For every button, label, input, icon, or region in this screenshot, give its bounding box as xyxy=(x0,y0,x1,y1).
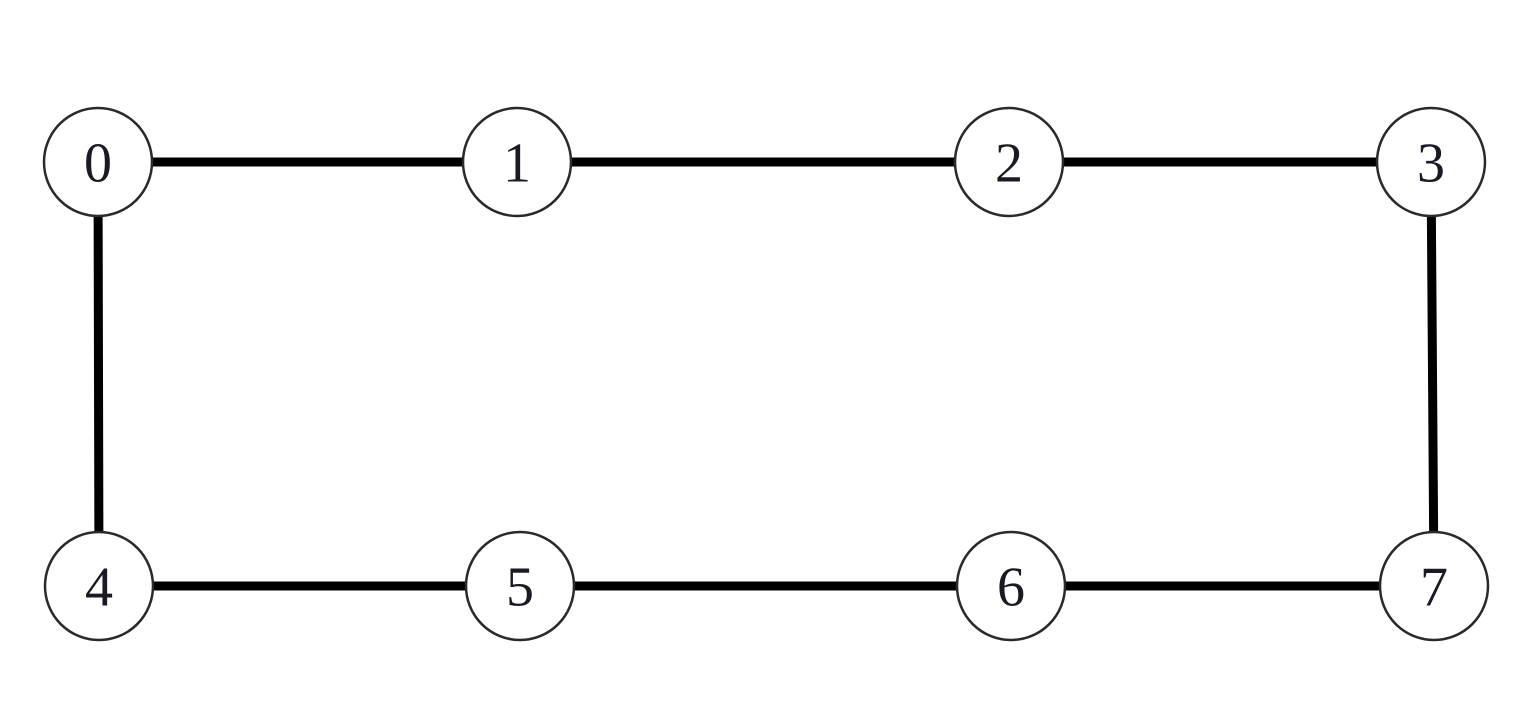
node-label-3: 3 xyxy=(1417,133,1445,195)
node-circle-4 xyxy=(43,530,155,642)
node-2: 2 xyxy=(953,106,1065,218)
node-5: 5 xyxy=(464,530,576,642)
node-circle-3 xyxy=(1375,106,1487,218)
node-4: 4 xyxy=(43,530,155,642)
node-circle-5 xyxy=(464,530,576,642)
node-label-7: 7 xyxy=(1420,557,1448,619)
node-6: 6 xyxy=(955,530,1067,642)
node-1: 1 xyxy=(461,106,573,218)
node-0: 0 xyxy=(42,106,154,218)
node-circle-1 xyxy=(461,106,573,218)
node-circle-6 xyxy=(955,530,1067,642)
edge-3-7 xyxy=(1426,161,1439,587)
node-label-2: 2 xyxy=(995,133,1023,195)
node-3: 3 xyxy=(1375,106,1487,218)
node-label-6: 6 xyxy=(997,557,1025,619)
node-label-5: 5 xyxy=(506,557,534,619)
node-7: 7 xyxy=(1378,530,1490,642)
node-label-1: 1 xyxy=(503,133,531,195)
node-circle-0 xyxy=(42,106,154,218)
node-circle-7 xyxy=(1378,530,1490,642)
node-label-4: 4 xyxy=(85,557,113,619)
node-circle-2 xyxy=(953,106,1065,218)
node-label-0: 0 xyxy=(84,133,112,195)
edge-0-4 xyxy=(93,161,104,587)
